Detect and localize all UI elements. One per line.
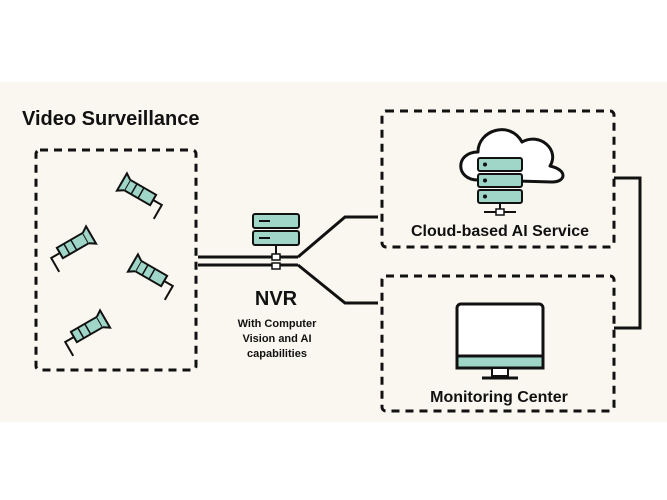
monitor-icon <box>455 302 545 380</box>
monitoring-center-label: Monitoring Center <box>430 389 568 406</box>
cloud-service-label: Cloud-based AI Service <box>411 223 589 240</box>
nvr-caption-line-2: Vision and AI <box>242 333 311 345</box>
camera-icon <box>63 308 112 357</box>
monitoring-center-box <box>380 274 616 413</box>
nvr-label: NVR <box>255 288 298 310</box>
diagram-title: Video Surveillance <box>22 108 200 130</box>
camera-group-box <box>34 148 198 372</box>
connection-lines <box>198 176 642 330</box>
nvr-caption-line-1: With Computer <box>238 318 317 330</box>
camera-icon <box>115 171 164 220</box>
camera-icon <box>126 252 175 301</box>
camera-icon <box>49 224 98 273</box>
nvr-caption-line-3: capabilities <box>247 348 307 360</box>
diagram-panel <box>0 82 667 422</box>
server-icon <box>252 213 300 270</box>
cloud-server-icon <box>459 128 565 216</box>
cloud-service-box <box>380 109 616 249</box>
